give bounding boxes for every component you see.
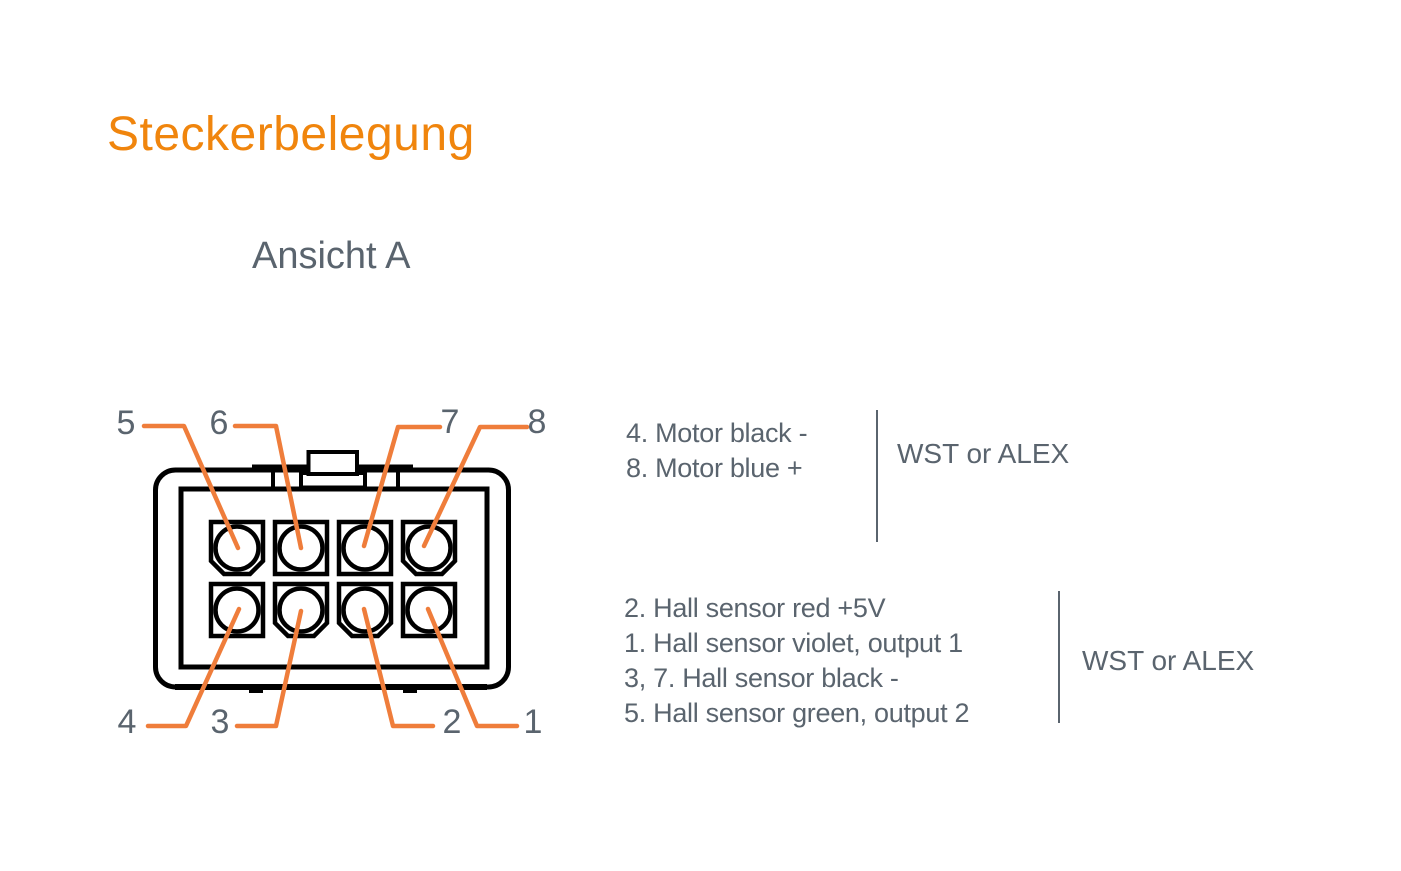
latch-tab	[306, 450, 359, 476]
pin-number-label-5: 5	[117, 404, 136, 442]
bottom-notch-right	[403, 687, 417, 693]
leader-line-pin-6	[232, 423, 304, 551]
page-title: Steckerbelegung	[107, 108, 475, 161]
leader-line-pin-4	[145, 606, 242, 729]
pin-number-label-1: 1	[524, 703, 543, 741]
connector-bottom-bar	[175, 684, 487, 690]
pin-number-label-3: 3	[211, 703, 230, 741]
pin-number-label-7: 7	[441, 403, 460, 441]
leader-line-pin-2	[361, 606, 436, 729]
pin-number-label-2: 2	[443, 703, 462, 741]
legend-divider-hall	[1058, 591, 1060, 723]
legend-line-motor-black: 4. Motor black -	[626, 418, 808, 448]
legend-divider-motor	[876, 410, 878, 542]
leader-line-pin-3	[234, 608, 304, 729]
legend-line-hall-red: 2. Hall sensor red +5V	[624, 593, 886, 623]
leader-line-pin-1	[425, 606, 520, 729]
legend-line-hall-green: 5. Hall sensor green, output 2	[624, 698, 970, 728]
pin-number-label-6: 6	[210, 404, 229, 442]
leader-line-pin-7	[361, 424, 443, 549]
hall-sensor-legend-block: 2. Hall sensor red +5V 1. Hall sensor vi…	[624, 591, 970, 731]
legend-line-motor-blue: 8. Motor blue +	[626, 453, 803, 483]
leader-line-pin-8	[421, 424, 530, 549]
leader-line-pin-5	[141, 423, 241, 551]
pin-number-label-8: 8	[528, 403, 547, 441]
connector-option-label-motor: WST or ALEX	[897, 438, 1070, 469]
pin-number-label-4: 4	[118, 703, 137, 741]
bottom-notch-left	[249, 687, 263, 693]
legend-line-hall-violet: 1. Hall sensor violet, output 1	[624, 628, 963, 658]
pin-contact-8	[405, 524, 453, 572]
view-a-label: Ansicht A	[252, 235, 411, 277]
legend-line-hall-black: 3, 7. Hall sensor black -	[624, 663, 899, 693]
connector-option-label-hall: WST or ALEX	[1082, 645, 1255, 676]
motor-legend-block: 4. Motor black - 8. Motor blue +	[626, 416, 808, 486]
